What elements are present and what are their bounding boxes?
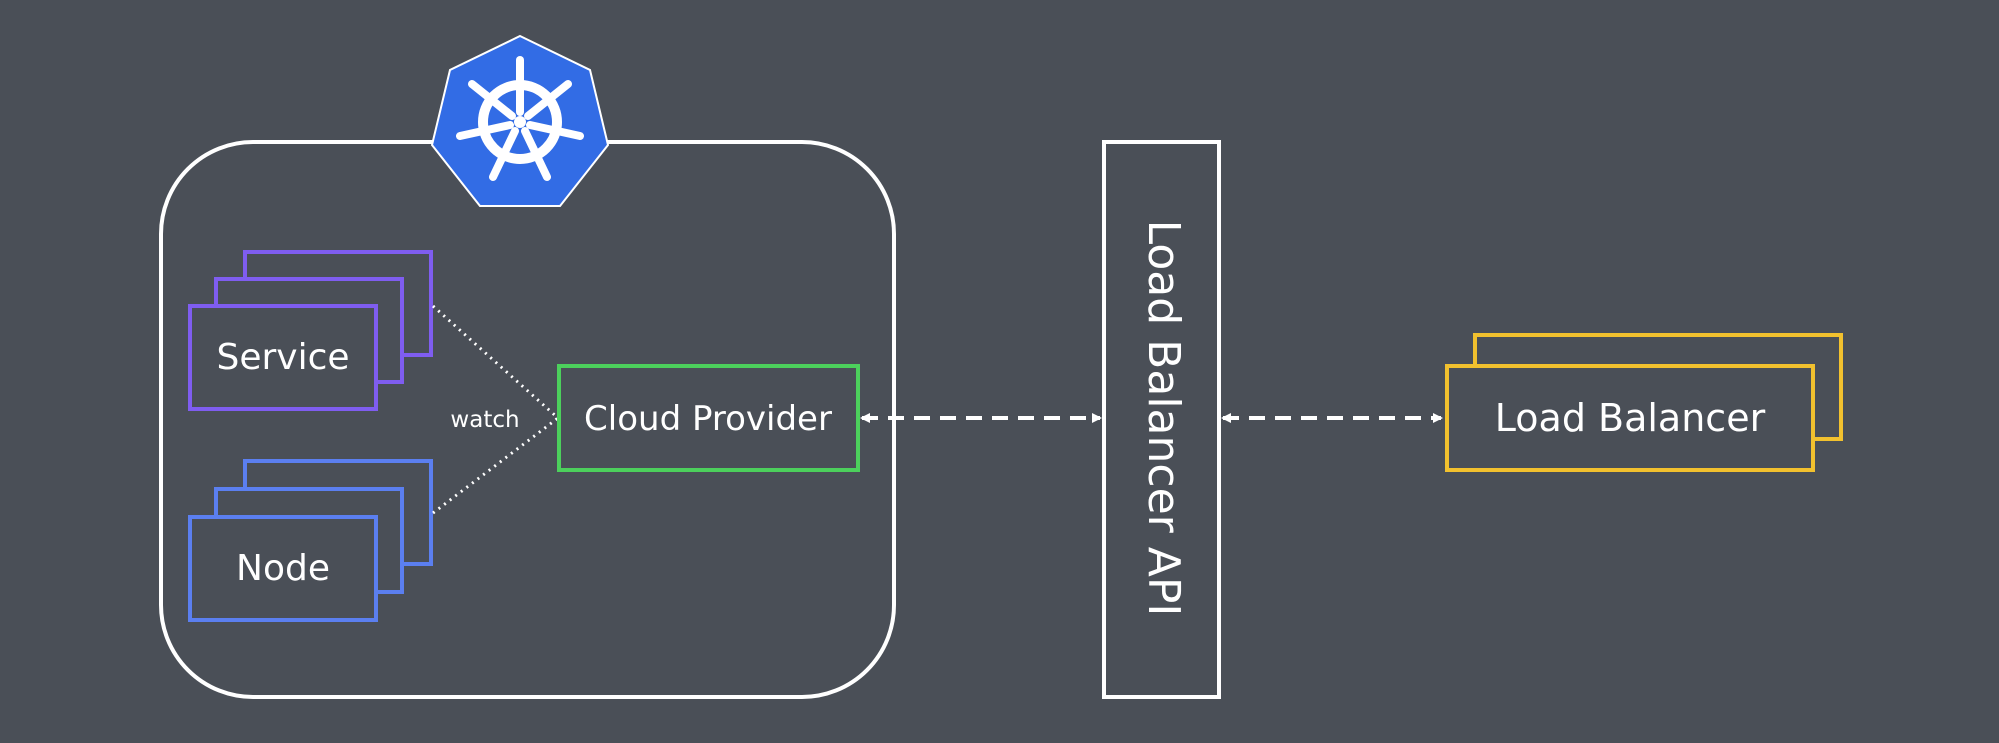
service-label: Service	[216, 337, 349, 378]
watch-label: watch	[450, 407, 519, 433]
load-balancer-stack: Load Balancer	[1445, 333, 1843, 472]
lb-api-box	[1102, 140, 1221, 699]
service-card-front	[188, 304, 378, 411]
cloud-provider-box	[557, 364, 860, 472]
service-stack: Service	[188, 250, 433, 411]
kubernetes-helm-icon	[430, 34, 610, 207]
cloud-provider-label: Cloud Provider	[584, 399, 832, 439]
node-card-front	[188, 515, 378, 622]
watch-line-node	[432, 416, 559, 515]
node-label: Node	[236, 548, 330, 589]
watch-line-service	[431, 304, 560, 420]
node-stack: Node	[188, 459, 433, 622]
load-balancer-card-front	[1445, 364, 1815, 472]
lb-api-label: Load Balancer API	[1138, 220, 1189, 617]
load-balancer-label: Load Balancer	[1495, 396, 1766, 440]
